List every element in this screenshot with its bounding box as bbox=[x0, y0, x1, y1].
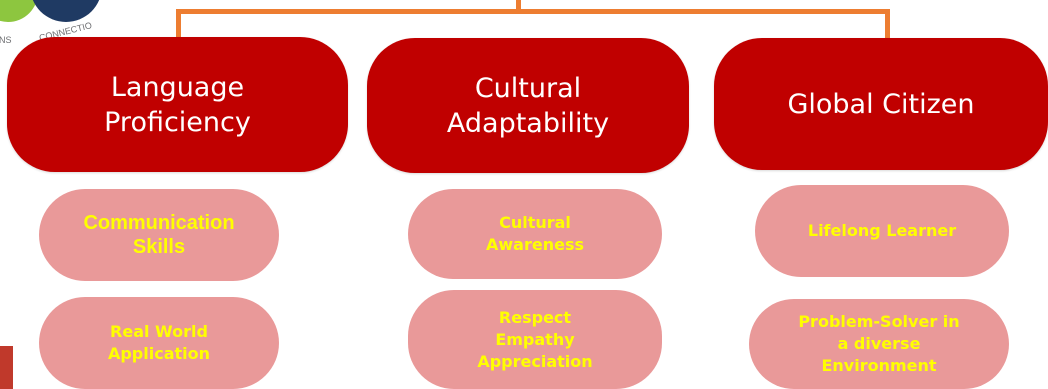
connector-top-line bbox=[176, 9, 890, 14]
category-cultural-adaptability: Cultural Adaptability bbox=[367, 38, 689, 173]
logo-navy-circle bbox=[32, 0, 100, 22]
item-lifelong-learner: Lifelong Learner bbox=[755, 185, 1009, 277]
corner-red-box bbox=[0, 346, 13, 389]
item-respect-empathy-appreciation: Respect Empathy Appreciation bbox=[408, 290, 662, 389]
category-language-proficiency: Language Proficiency bbox=[7, 37, 348, 172]
item-communication-skills: Communication Skills bbox=[39, 189, 279, 281]
item-real-world-application: Real World Application bbox=[39, 297, 279, 389]
connector-right-drop bbox=[885, 9, 890, 41]
item-problem-solver: Problem-Solver in a diverse Environment bbox=[749, 299, 1009, 389]
connector-stem bbox=[516, 0, 521, 12]
logo-text-left: NS bbox=[0, 35, 12, 45]
connector-left-drop bbox=[176, 9, 181, 41]
logo-green-circle bbox=[0, 0, 37, 22]
category-global-citizen: Global Citizen bbox=[714, 38, 1048, 170]
item-cultural-awareness: Cultural Awareness bbox=[408, 189, 662, 279]
